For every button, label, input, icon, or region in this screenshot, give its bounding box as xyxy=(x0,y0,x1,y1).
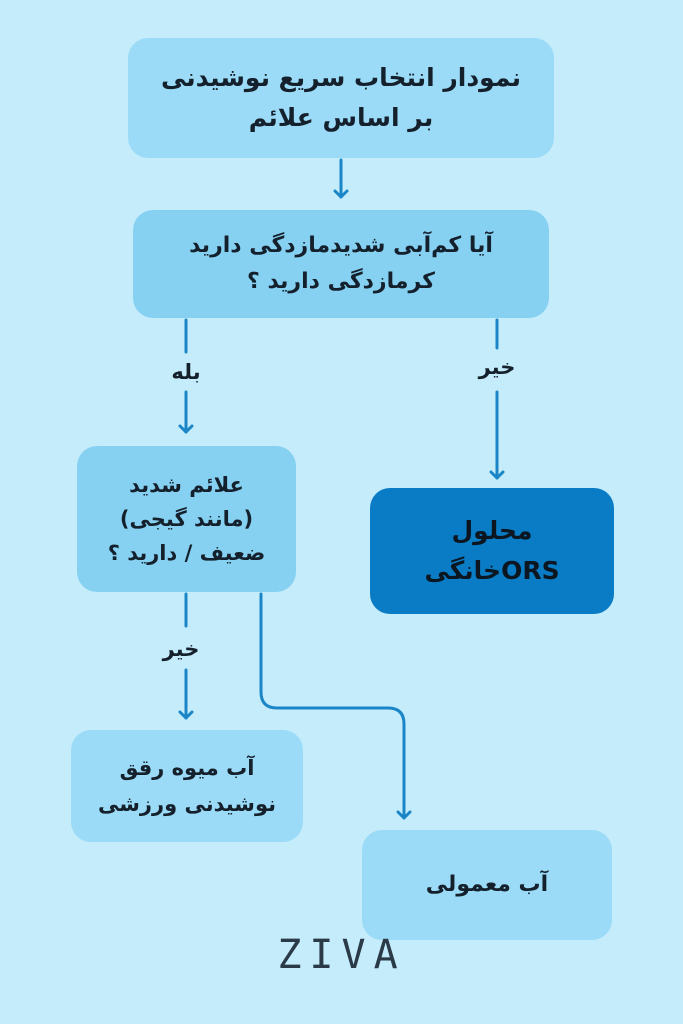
juice-line-1: آب میوه رقق xyxy=(119,756,255,780)
result-ors-box: محلول ORSخانگی xyxy=(370,488,614,614)
question2-line-3: ضعیف / دارید ؟ xyxy=(107,541,266,565)
result-water-box: آب معمولی xyxy=(362,830,612,940)
question2-line-1: علائم شدید xyxy=(129,473,244,497)
edge-label-no-right: خیر xyxy=(478,355,516,379)
title-line-2: بر اساس علائم xyxy=(248,103,434,132)
question-dehydration-box: آیا کم‌آبی شدیدمازدگی دارید کرمازدگی دار… xyxy=(133,210,549,318)
arrow-question2-to-water xyxy=(259,592,412,820)
title-line-1: نمودار انتخاب سریع نوشیدنی xyxy=(161,63,521,92)
question1-line-2: کرمازدگی دارید ؟ xyxy=(247,269,435,294)
edge-label-no-lower: خیر xyxy=(162,637,200,661)
ors-line-1: محلول xyxy=(451,516,533,545)
question-severe-symptoms-box: علائم شدید (مانند گیجی) ضعیف / دارید ؟ xyxy=(77,446,296,592)
ors-line-2: ORSخانگی xyxy=(424,556,560,585)
brand-logo: ZIVA xyxy=(277,932,406,978)
title-box: نمودار انتخاب سریع نوشیدنی بر اساس علائم xyxy=(128,38,554,158)
water-label: آب معمولی xyxy=(425,872,549,897)
question1-line-1: آیا کم‌آبی شدیدمازدگی دارید xyxy=(189,233,493,258)
result-juice-box: آب میوه رقق نوشیدنی ورزشی xyxy=(71,730,303,842)
juice-line-2: نوشیدنی ورزشی xyxy=(98,792,276,816)
question2-line-2: (مانند گیجی) xyxy=(119,507,254,531)
edge-label-yes: بله xyxy=(171,360,201,384)
